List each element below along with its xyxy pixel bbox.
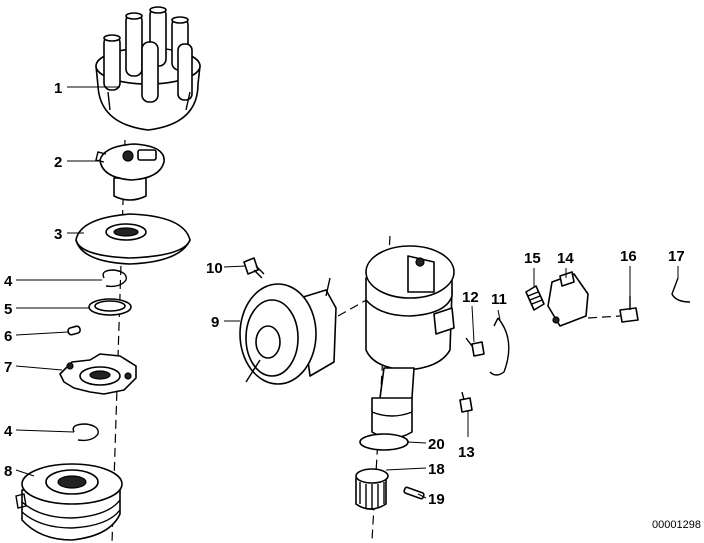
callout-7: 7	[4, 359, 12, 376]
callout-8: 8	[4, 463, 12, 480]
callout-4-upper: 4	[4, 273, 13, 290]
callout-4-lower: 4	[4, 423, 13, 440]
callout-15: 15	[524, 250, 541, 267]
part-distributor-cap	[95, 6, 201, 131]
part-circlip-lower	[72, 423, 99, 442]
callout-6: 6	[4, 328, 12, 345]
callout-10: 10	[206, 260, 223, 277]
part-screw-10	[243, 257, 265, 279]
callout-19: 19	[428, 491, 445, 508]
part-connector	[547, 271, 589, 327]
part-pin	[67, 325, 81, 336]
callout-17: 17	[668, 248, 685, 265]
part-screw-16	[619, 296, 639, 323]
vacuum-link-line	[337, 297, 371, 317]
part-grommet	[525, 285, 545, 311]
part-seal-ring-20	[359, 433, 409, 451]
callout-16: 16	[620, 248, 637, 265]
callout-9: 9	[211, 314, 219, 331]
callout-5: 5	[4, 301, 12, 318]
part-pickup-coil	[15, 463, 123, 541]
part-trigger-plate	[59, 353, 137, 395]
part-distributor-housing	[365, 245, 455, 439]
part-clip-spring	[489, 317, 510, 376]
part-vacuum-unit	[239, 277, 337, 385]
callout-1: 1	[54, 80, 62, 97]
part-dust-shield	[75, 213, 191, 265]
callout-13: 13	[458, 444, 475, 461]
leader-lines	[15, 86, 679, 499]
diagram-reference-number: 00001298	[652, 519, 701, 531]
callout-20: 20	[428, 436, 445, 453]
part-rotor	[95, 143, 165, 201]
callout-14: 14	[557, 250, 574, 267]
connector-link-line	[587, 315, 621, 319]
part-roll-pin	[403, 486, 425, 500]
part-seal-ring	[88, 298, 132, 316]
part-circlip-upper	[102, 269, 127, 288]
callout-11: 11	[491, 291, 507, 308]
callout-3: 3	[54, 226, 62, 243]
part-screw-13	[459, 391, 473, 413]
part-drive-gear	[355, 468, 389, 510]
part-clip-17	[671, 277, 691, 303]
part-screw-12	[465, 337, 485, 357]
callout-12: 12	[462, 289, 479, 306]
callout-18: 18	[428, 461, 445, 478]
callout-2: 2	[54, 154, 62, 171]
